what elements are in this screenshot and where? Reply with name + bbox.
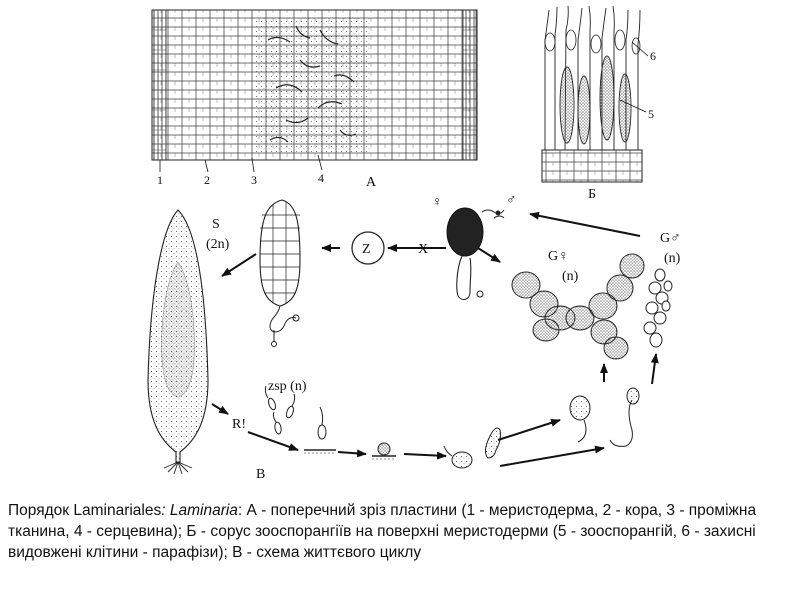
- female-gametophyte-label: G♀: [548, 249, 569, 264]
- panel-c-life-cycle: S (2n) Z X ♀: [147, 193, 681, 482]
- fertilization-label: X: [418, 242, 428, 257]
- male-gametophyte-illustration: [643, 268, 673, 348]
- sperm-male-symbol: ♂: [506, 193, 517, 208]
- panel-b-label-6: 6: [650, 49, 656, 63]
- female-gametophyte-ploidy: (n): [562, 269, 579, 284]
- zoospores-illustration: [264, 385, 296, 435]
- egg-female-symbol: ♀: [432, 195, 443, 210]
- male-gametophyte-label: G♂: [660, 231, 681, 246]
- panel-a-letter: А: [366, 175, 377, 190]
- germinating-spore-illustration: [372, 442, 396, 460]
- caption-colon: :: [161, 502, 166, 519]
- laminaria-figure: 1 2 3 4 А: [147, 5, 681, 482]
- settled-zoospore-illustration: [304, 406, 336, 454]
- sporophyte-label-s: S: [212, 217, 220, 232]
- figure-caption: Порядок Laminariales: Laminaria: А - поп…: [8, 500, 792, 563]
- cycle-arrows: [211, 211, 659, 467]
- panel-a-label-3: 3: [251, 173, 257, 187]
- caption-order-prefix: Порядок Laminariales: [8, 502, 162, 519]
- meiosis-label: R!: [232, 417, 246, 432]
- sporophyte-illustration: [147, 209, 209, 475]
- zygote-label: Z: [362, 242, 371, 257]
- panel-a-label-1: 1: [157, 173, 163, 187]
- germlings-illustration: [443, 387, 640, 469]
- caption-body: : А - поперечний зріз пластини (1 - мери…: [8, 502, 757, 561]
- egg-on-oogonium-illustration: [446, 207, 484, 301]
- panel-a-label-2: 2: [204, 173, 210, 187]
- zoospore-label: zsp (n): [268, 379, 307, 394]
- panel-b-sorus: 6 5 Б: [541, 5, 656, 202]
- zygote-circle: [351, 231, 385, 265]
- sporophyte-label-ploidy: (2n): [206, 237, 230, 252]
- caption-genus: Laminaria: [169, 502, 238, 519]
- panel-b-label-5: 5: [648, 107, 654, 121]
- male-gametophyte-ploidy: (n): [664, 251, 681, 266]
- young-sporophyte-illustration: [259, 199, 301, 347]
- female-gametophyte-illustration: [511, 253, 645, 360]
- panel-a-cross-section: 1 2 3 4 А: [151, 9, 478, 190]
- sperm-illustration: [481, 209, 505, 219]
- panel-a-label-4: 4: [318, 171, 324, 185]
- panel-c-letter: В: [256, 467, 265, 482]
- panel-b-letter: Б: [588, 187, 596, 202]
